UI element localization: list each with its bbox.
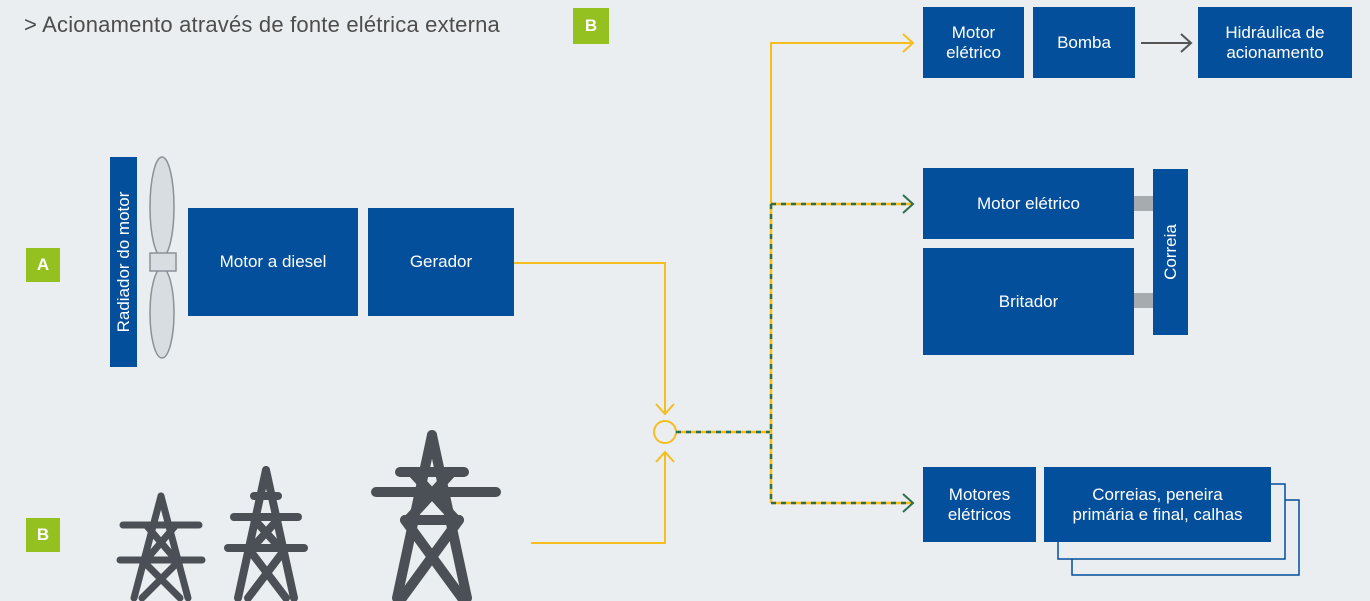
transmission-tower-icon: [224, 466, 308, 601]
transmission-tower-icon: [371, 430, 501, 601]
middle-electric-motor-label: Motor elétrico: [977, 193, 1080, 213]
conveyors-label: Correias, peneira primária e final, calh…: [1072, 484, 1243, 524]
top-electric-motor-box: Motor elétrico: [923, 7, 1024, 78]
title-text: > Acionamento através de fonte elétrica …: [24, 12, 500, 37]
page-title: > Acionamento através de fonte elétrica …: [24, 12, 500, 38]
radiator-box: Radiador do motor: [110, 157, 137, 367]
arrow-icon: [1180, 33, 1193, 53]
conveyors-box: Correias, peneira primária e final, calh…: [1044, 467, 1271, 542]
electric-motors-box: Motores elétricos: [923, 467, 1036, 542]
generator-label: Gerador: [409, 252, 473, 271]
electric-motors-label: Motores elétricos: [947, 484, 1012, 524]
belt-connector-bottom: [1134, 293, 1153, 308]
belt-label: Correia: [1160, 224, 1180, 280]
diesel-engine-box: Motor a diesel: [188, 208, 358, 316]
hydraulic-drive-label: Hidráulica de acionamento: [1225, 22, 1325, 62]
arrow-icon: [902, 33, 915, 53]
top-feed-line: [770, 42, 912, 204]
middle-electric-motor-box: Motor elétrico: [923, 168, 1134, 239]
generator-box: Gerador: [368, 208, 514, 316]
radiator-label: Radiador do motor: [113, 191, 133, 333]
badge-a: A: [26, 248, 60, 282]
grid-line: [531, 452, 666, 544]
junction-node-icon: [653, 420, 677, 444]
arrow-icon: [902, 194, 915, 214]
arrow-icon: [655, 450, 675, 463]
crusher-box: Britador: [923, 248, 1134, 355]
generator-line: [514, 262, 666, 414]
badge-b: B: [26, 518, 60, 552]
arrow-icon: [655, 403, 675, 416]
belt-connector-top: [1134, 196, 1153, 211]
diesel-engine-label: Motor a diesel: [219, 252, 327, 271]
title-badge-b: B: [573, 8, 609, 44]
transmission-tower-icon: [116, 492, 206, 601]
arrow-icon: [902, 493, 915, 513]
radiator-fan-icon: [149, 156, 177, 359]
belt-box: Correia: [1153, 169, 1188, 335]
hydraulic-drive-box: Hidráulica de acionamento: [1198, 7, 1352, 78]
crusher-label: Britador: [998, 291, 1059, 311]
top-electric-motor-label: Motor elétrico: [946, 22, 1001, 62]
pump-label: Bomba: [1057, 32, 1111, 52]
pump-box: Bomba: [1033, 7, 1135, 78]
